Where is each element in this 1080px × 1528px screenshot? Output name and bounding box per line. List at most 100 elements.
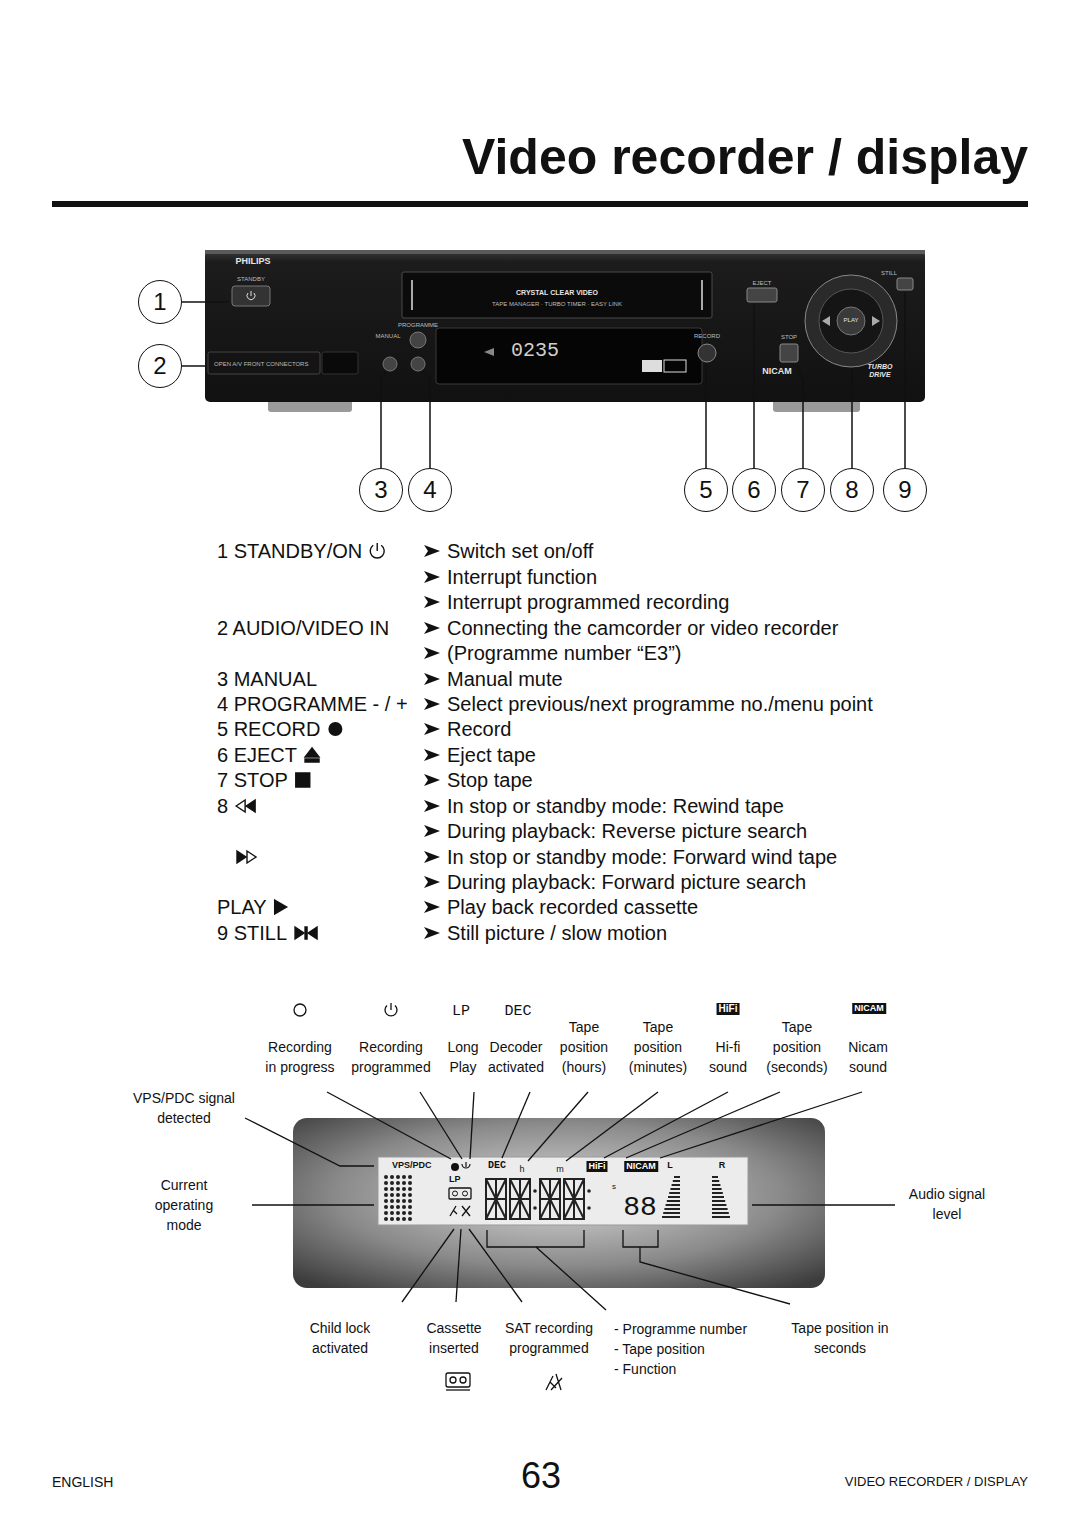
dot-matrix [408, 1199, 412, 1203]
display-callout: DEC [504, 1001, 531, 1022]
dot-matrix [384, 1175, 412, 1221]
display-leader-lines [487, 1230, 584, 1247]
dot-matrix [390, 1187, 394, 1191]
dot-matrix [402, 1193, 406, 1197]
display-leader-lines [402, 1229, 454, 1302]
audio-meter [662, 1176, 730, 1218]
front-buttons [747, 288, 777, 302]
device-marking: TAPE MANAGER · TURBO TIMER · EASY LINK [492, 301, 622, 308]
standby-button [232, 286, 270, 306]
callout-circle: 6 [732, 468, 776, 512]
bullet-arrow [424, 774, 440, 786]
device-marking: NICAM [762, 366, 792, 377]
callout-number: 3 [374, 478, 387, 502]
display-callout: Long Play [441, 1037, 485, 1077]
display-callout: Tape position (minutes) [622, 1017, 694, 1077]
dot-matrix [408, 1181, 412, 1185]
bullet-arrow [424, 927, 440, 939]
function-text: 5 RECORD [217, 717, 320, 741]
play-symbol [275, 900, 287, 914]
bullet-arrow [424, 698, 440, 710]
callout-number: 8 [845, 478, 858, 502]
jog-dial [805, 275, 897, 367]
function-text: 6 EJECT [217, 743, 297, 767]
dot-matrix [396, 1175, 400, 1179]
callout-number: 7 [796, 478, 809, 502]
device-marking: TURBO DRIVE [862, 363, 898, 379]
lcd-symbols [463, 1191, 468, 1196]
lcd-text: 88 [623, 1192, 657, 1223]
bullet-arrow [424, 571, 440, 583]
display-leader-lines [252, 1204, 374, 1205]
segment-digits [486, 1179, 584, 1219]
segment-digits [540, 1179, 560, 1219]
still-symbol [295, 927, 304, 939]
lcd-text: m [556, 1164, 564, 1175]
display-callout: Audio signal level [902, 1184, 992, 1224]
function-text: Switch set on/off [447, 539, 593, 563]
dot-matrix [384, 1205, 388, 1209]
stop-symbol [296, 773, 310, 787]
bottom-icons [546, 1374, 562, 1390]
front-connectors [208, 352, 358, 374]
jog-dial [837, 307, 865, 335]
lcd-text: HiFi [587, 1161, 608, 1172]
dot-matrix [408, 1211, 412, 1215]
front-buttons [698, 344, 716, 362]
standby-button [232, 286, 270, 306]
display-window [436, 328, 702, 384]
function-text: 1 STANDBY/ON [217, 539, 362, 563]
function-text: Play back recorded cassette [447, 895, 698, 919]
audio-meter [712, 1216, 730, 1218]
dot-matrix [408, 1187, 412, 1191]
dot-matrix [390, 1199, 394, 1203]
lcd-text: LP [449, 1174, 461, 1185]
footer-text: ENGLISH [52, 1472, 113, 1492]
dot-matrix [396, 1217, 400, 1221]
front-connectors [208, 352, 320, 374]
display-callout: - Programme number [614, 1319, 747, 1339]
segment-digits [510, 1179, 530, 1219]
segment-digits [540, 1179, 560, 1219]
display-leader-lines [456, 1229, 461, 1302]
leader-lines [423, 371, 430, 468]
display-callout: Current operating mode [144, 1175, 224, 1235]
callout-number: 2 [153, 354, 166, 378]
display-leader-lines [420, 1092, 462, 1159]
bullet-arrow [424, 673, 440, 685]
display-callout: Tape position in seconds [785, 1318, 895, 1358]
audio-meter [666, 1204, 680, 1206]
vcr-logo-marks [664, 360, 686, 372]
audio-meter [712, 1204, 726, 1206]
display-leader-lines [660, 1092, 862, 1158]
device-marking: PLAY [844, 317, 859, 324]
display-leader-lines [469, 1229, 522, 1302]
segment-digits [510, 1179, 530, 1219]
device-marking: CRYSTAL CLEAR VIDEO [516, 289, 598, 297]
dot-matrix [384, 1217, 388, 1221]
display-housing [293, 1118, 825, 1288]
stop-symbol [296, 773, 310, 787]
lcd-text: NICAM [624, 1161, 658, 1172]
vcr-body [205, 250, 925, 402]
front-buttons [410, 332, 426, 348]
leader-lines [753, 304, 755, 468]
function-text: Still picture / slow motion [447, 921, 667, 945]
function-text: 9 STILL [217, 921, 287, 945]
bottom-icons [450, 1377, 456, 1383]
bullet-arrow [424, 596, 440, 608]
bullet-arrow [424, 622, 440, 634]
dot-matrix [396, 1211, 400, 1215]
display-callout: SAT recording programmed [499, 1318, 599, 1358]
display-callout: LP [452, 1001, 470, 1022]
front-buttons [411, 357, 425, 371]
display-callout: Cassette inserted [422, 1318, 486, 1358]
leader-lines [797, 366, 803, 468]
bottom-icons [446, 1373, 470, 1387]
audio-meter [674, 1176, 680, 1178]
display-callout: - Tape position [614, 1339, 705, 1359]
function-text: Connecting the camcorder or video record… [447, 616, 838, 640]
device-marking: 0235 [511, 339, 559, 363]
